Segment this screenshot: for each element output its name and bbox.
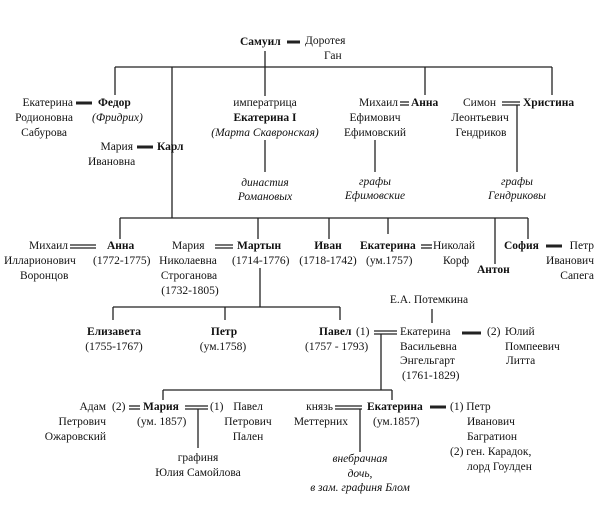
person-pavel: Павел [319,326,352,338]
person-anna: Анна [411,97,439,109]
spouse-text: Симон [463,97,497,109]
person-years: (ум.1758) [199,341,247,353]
spouse-text: Юлий [505,326,535,338]
child-text: внебрачная [332,453,388,465]
spouse-text: Николай [433,240,476,252]
spouse-text: Энгельгарт [400,355,455,367]
descendants: графы [501,176,533,188]
child-text: графиня [177,452,219,464]
descendants: династия [241,177,289,189]
lover-text: Меттерних [293,416,348,428]
spouse-text: Екатерина [400,326,451,338]
spouse-text: Петрович [58,416,106,428]
child-text: Юлия Самойлова [155,467,241,479]
spouse-years: (1761-1829) [402,370,460,382]
spouse-text: Гендриков [455,127,507,139]
person-title: императрица [233,97,297,109]
spouse-text: Михаил [29,240,68,252]
spouse-text: Ивановна [88,156,136,168]
spouse-doroteya-surname: Ган [324,50,342,62]
spouse-doroteya: Доротея [305,35,346,47]
spouse-text: Корф [443,255,470,267]
descendants: Романовых [237,191,293,203]
spouse-text: Иванович [467,416,515,428]
person-anton: Антон [477,264,510,276]
person-karl: Карл [157,141,184,153]
person-maria: Мария [143,401,179,413]
person-elizaveta: Елизавета [87,326,141,338]
person-martyn: Мартын [237,240,282,252]
descendants: Ефимовские [344,190,406,202]
person-years: (ум.1757) [366,255,413,267]
marriage-mark: (2) [487,326,501,338]
spouse-text: (2) ген. Карадок, [450,446,532,458]
spouse-text: лорд Гоулден [467,461,532,473]
marriage-mark: (1) [210,401,224,413]
marriage-mark: (1) [356,326,370,338]
spouse-text: (1) Петр [450,401,491,413]
spouse-text: Адам [79,401,106,413]
person-years: (1714-1776) [232,255,290,267]
person-petr: Петр [210,326,238,338]
spouse-text: Воронцов [20,270,69,282]
person-fedor: Федор [98,97,131,109]
spouse-text: Пален [232,431,264,443]
marriage-mark: (2) [112,401,126,413]
spouse-text: Ефимовский [343,127,407,139]
child-text: дочь, [347,468,373,480]
spouse-text: Строганова [160,270,218,282]
spouse-text: Родионовна [15,112,73,124]
person-alt: (Марта Скавронская) [211,127,319,139]
spouse-text: Михаил [359,97,398,109]
spouse-text: Ожаровский [44,431,106,443]
descendants: графы [359,176,391,188]
spouse-text: Иванович [546,255,594,267]
person-years: (ум.1857) [373,416,420,428]
person-hristina: Христина [523,97,575,109]
spouse-text: Николаевна [159,255,217,267]
person-years: (1757 - 1793) [305,341,369,353]
person-fedor-alt: (Фридрих) [92,112,143,124]
person-ekaterina: Екатерина [367,401,423,413]
person-anna: Анна [107,240,135,252]
person-sofia: София [504,240,539,252]
spouse-text: Мария [100,141,133,153]
spouse-text: Леонтьевич [451,112,509,124]
person-samuil: Самуил [240,36,281,48]
person-ekaterina-i: Екатерина I [233,112,297,124]
spouse-text: Екатерина [22,97,73,109]
spouse-text: Павел [233,401,263,413]
person-ekaterina: Екатерина [360,240,416,252]
person-years: (ум. 1857) [137,416,187,428]
spouse-text: Литта [506,355,536,367]
spouse-text: Васильевна [400,341,457,353]
spouse-text: Сапега [560,270,594,282]
spouse-text: Помпеевич [505,341,560,353]
person-years: (1772-1775) [93,255,151,267]
spouse-text: Сабурова [21,127,67,139]
spouse-text: Ефимович [349,112,401,124]
spouse-text: Мария [172,240,205,252]
child-text: в зам. графиня Блом [310,482,410,494]
spouse-text: Багратион [467,431,518,443]
spouse-years: (1732-1805) [161,285,219,297]
spouse-text: Илларионович [4,255,76,267]
spouse-text: Петрович [224,416,272,428]
spouse-text: Петр [569,240,594,252]
lover-text: князь [306,401,333,413]
person-years: (1755-1767) [85,341,143,353]
person-years: (1718-1742) [299,255,357,267]
parent-potemkina: Е.А. Потемкина [389,294,469,306]
descendants: Гендриковы [488,190,546,202]
person-ivan: Иван [314,240,342,252]
